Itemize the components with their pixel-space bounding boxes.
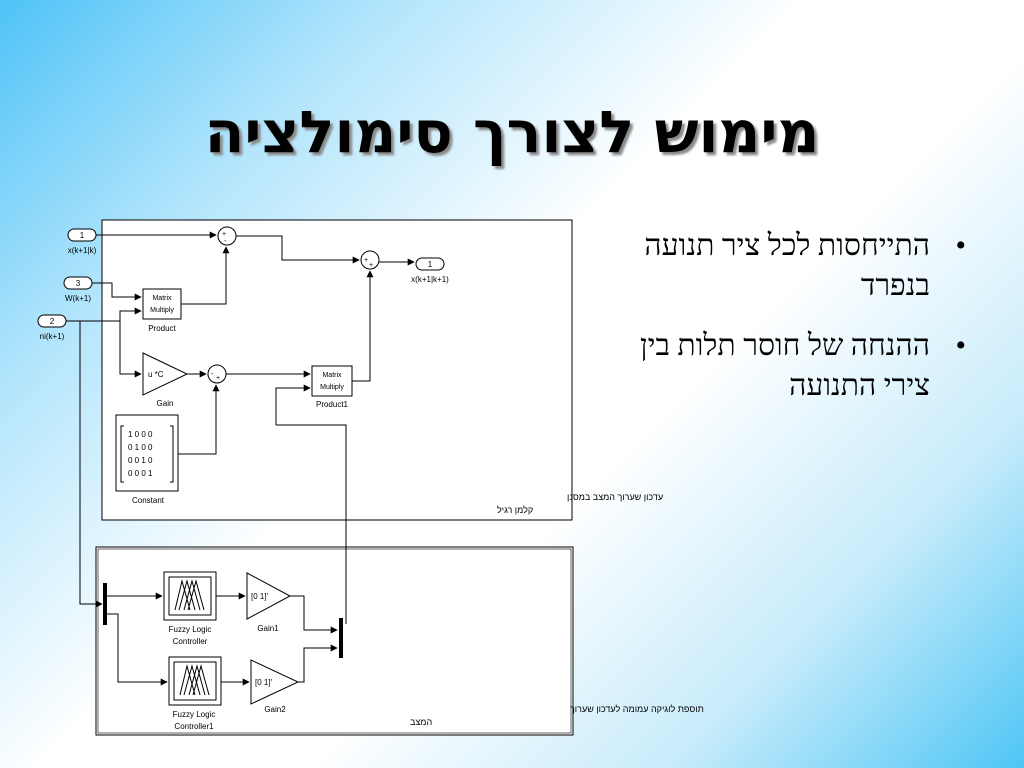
sum-block-2[interactable]: ++ [360,250,380,270]
bullet-symbol: • [955,229,966,262]
svg-text:Gain: Gain [157,399,174,408]
bullet-text: התייחסות לכל ציר תנועה בנפרד [644,229,930,302]
svg-text:Multiply: Multiply [320,384,344,391]
svg-text:Product: Product [148,324,176,333]
svg-text:+: + [222,231,226,238]
fuzzy-controller-block[interactable]: Fuzzy Logic Controller [163,571,217,646]
bullet-item: • התייחסות לכל ציר תנועה בנפרד [606,226,966,306]
svg-text:תוספת לוגיקה עמומה לעדכון שערו: תוספת לוגיקה עמומה לעדכון שערוך [570,704,704,714]
gain2-block[interactable]: [0 1]' Gain2 [250,659,300,714]
product1-block[interactable]: Matrix Multiply Product1 [311,365,353,409]
svg-text:1: 1 [428,260,433,269]
kalman-wiring [66,231,415,624]
inport-1[interactable]: 1 x(k+1|k) [67,228,97,255]
gain1-block[interactable]: [0 1]' Gain1 [246,572,292,633]
inport-3[interactable]: 3 W(k+1) [63,276,93,303]
svg-text:Multiply: Multiply [150,307,174,314]
svg-text:x(k+1|k+1): x(k+1|k+1) [411,275,449,284]
slide-title: מימוש לצורך סימולציה [204,98,820,166]
kalman-note: עדכון שערוך המצב במסנן קלמן רגיל [497,492,663,515]
fuzzy-note: תוספת לוגיקה עמומה לעדכון שערוך המצב [410,704,704,727]
svg-text:[0 1]': [0 1]' [255,678,273,687]
svg-text:W(k+1): W(k+1) [65,294,91,303]
svg-text:Controller1: Controller1 [174,722,214,731]
svg-text:[0 1]': [0 1]' [251,592,269,601]
svg-text:Fuzzy Logic: Fuzzy Logic [173,710,216,719]
bullet-symbol: • [955,329,966,362]
svg-text:+: + [369,262,373,269]
fuzzy-controller1-block[interactable]: Fuzzy Logic Controller1 [168,656,222,731]
svg-text:Gain2: Gain2 [264,705,286,714]
svg-text:0 0 1 0: 0 0 1 0 [128,456,153,465]
bullet-list: • התייחסות לכל ציר תנועה בנפרד • ההנחה ש… [606,226,966,426]
sum-block-3[interactable]: -+ [207,364,227,384]
svg-text:Matrix: Matrix [152,295,172,302]
svg-text:ni(k+1): ni(k+1) [40,332,65,341]
constant-block[interactable]: 1 0 0 0 0 1 0 0 0 0 1 0 0 0 0 1 Constant [115,414,179,505]
svg-text:+: + [216,375,220,382]
svg-text:2: 2 [50,317,55,326]
svg-text:u *C: u *C [148,370,164,379]
sum-block-1[interactable]: +- [217,226,237,246]
svg-text:Constant: Constant [132,496,165,505]
svg-text:-: - [224,238,227,245]
svg-text:0 1 0 0: 0 1 0 0 [128,443,153,452]
bullet-item: • ההנחה של חוסר תלות בין צירי התנועה [606,326,966,406]
svg-text:1 0 0 0: 1 0 0 0 [128,430,153,439]
svg-text:Matrix: Matrix [322,372,342,379]
gain-block[interactable]: u *C Gain [142,352,189,408]
fuzzy-wiring [107,592,338,686]
svg-text:1: 1 [80,231,85,240]
svg-text:3: 3 [76,279,81,288]
outport-1[interactable]: 1 x(k+1|k+1) [411,257,449,284]
svg-text:קלמן רגיל: קלמן רגיל [497,505,533,515]
svg-text:Product1: Product1 [316,400,349,409]
bullet-text: ההנחה של חוסר תלות בין צירי התנועה [639,329,930,402]
inport-2[interactable]: 2 ni(k+1) [37,314,67,341]
svg-text:x(k+1|k): x(k+1|k) [68,246,97,255]
svg-text:+: + [364,257,368,264]
svg-text:0 0 0 1: 0 0 0 1 [128,469,153,478]
svg-text:Fuzzy Logic: Fuzzy Logic [169,625,212,634]
demux-block[interactable] [103,583,107,625]
svg-text:עדכון שערוך המצב במסנן: עדכון שערוך המצב במסנן [567,492,663,502]
svg-text:-: - [211,371,214,378]
product-block[interactable]: Matrix Multiply Product [142,288,182,333]
mux-block[interactable] [339,618,343,658]
svg-text:Controller: Controller [173,637,208,646]
svg-text:Gain1: Gain1 [257,624,279,633]
svg-text:המצב: המצב [410,717,432,727]
